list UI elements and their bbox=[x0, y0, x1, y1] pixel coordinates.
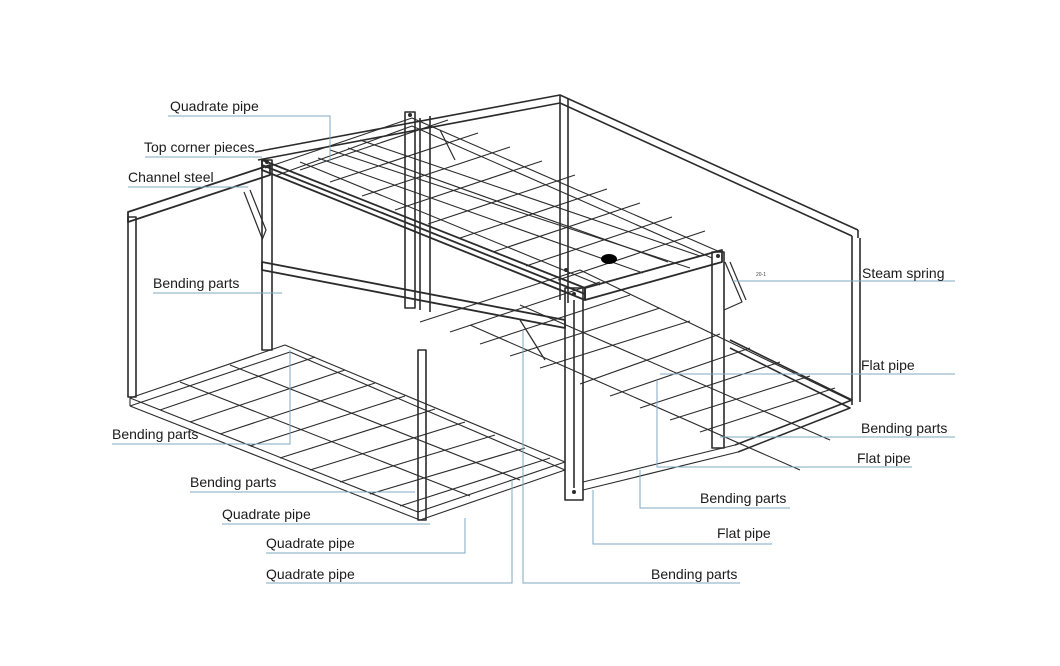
label-quadrate-pipe-bottom-2: Quadrate pipe bbox=[266, 535, 355, 551]
label-bending-parts-bottom-center: Bending parts bbox=[700, 490, 786, 506]
label-flat-pipe-bottom: Flat pipe bbox=[717, 525, 771, 541]
bending-parts bbox=[243, 129, 747, 361]
roof-grid bbox=[264, 117, 721, 286]
label-quadrate-pipe-bottom-3: Quadrate pipe bbox=[266, 566, 355, 582]
label-bending-parts-upper-left: Bending parts bbox=[153, 275, 239, 291]
label-steam-spring: Steam spring bbox=[862, 265, 944, 281]
label-bending-parts-bottom: Bending parts bbox=[651, 566, 737, 582]
label-flat-pipe-right-2: Flat pipe bbox=[857, 450, 911, 466]
label-channel-steel: Channel steel bbox=[128, 169, 214, 185]
small-marking: 20-1 bbox=[756, 272, 766, 278]
front-main-beam bbox=[127, 159, 723, 329]
steam-spring-detail bbox=[601, 254, 617, 264]
label-bending-parts-left: Bending parts bbox=[112, 426, 198, 442]
rear-frame bbox=[254, 94, 861, 453]
corner-pieces bbox=[265, 113, 720, 494]
leader-lines bbox=[112, 115, 955, 584]
label-flat-pipe-right-1: Flat pipe bbox=[861, 357, 915, 373]
label-quadrate-pipe-bottom-1: Quadrate pipe bbox=[222, 506, 311, 522]
label-top-corner-pieces: Top corner pieces bbox=[144, 139, 255, 155]
labels: Quadrate pipe Top corner pieces Channel … bbox=[112, 98, 947, 582]
label-bending-parts-lower-left: Bending parts bbox=[190, 474, 276, 490]
label-bending-parts-right: Bending parts bbox=[861, 420, 947, 436]
floor-grid bbox=[129, 269, 851, 521]
label-quadrate-pipe-top: Quadrate pipe bbox=[170, 98, 259, 114]
